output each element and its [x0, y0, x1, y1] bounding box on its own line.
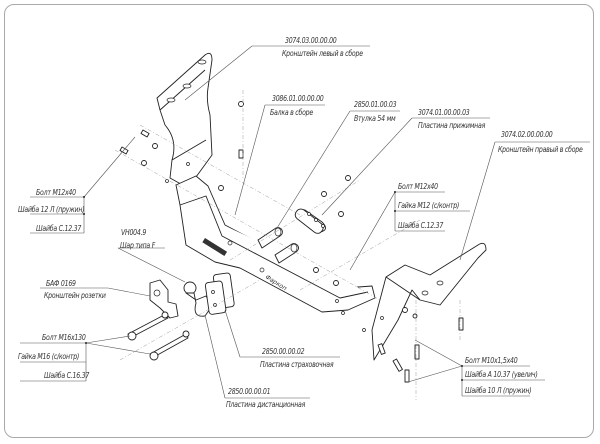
- beam: Фаркоп: [175, 175, 376, 315]
- socket-bracket-name: Кронштейн розетки: [44, 291, 106, 300]
- center-lines: [114, 90, 461, 400]
- spacer-plate-code: 2850.00.00.01: [228, 387, 271, 396]
- spacer-plate-name: Пластина дистанционная: [226, 400, 306, 409]
- drawing-frame: [4, 4, 594, 438]
- left-bracket-code: 3074.03.00.00.00: [285, 36, 337, 45]
- socket-bracket: [149, 279, 179, 319]
- fasteners: [119, 101, 464, 383]
- right-bracket-name: Кронштейн правый в сборе: [498, 145, 583, 154]
- safety-plate-code: 2850.00.00.02: [262, 347, 305, 356]
- center-right-fastener-1: Болт М12х40: [398, 182, 438, 191]
- safety-plate-name: Пластина страховочная: [260, 360, 334, 369]
- center-right-fastener-3: Шайба С.12.37: [398, 221, 444, 230]
- bushings: [257, 227, 299, 264]
- left-lower-fastener-3: Шайба С.16.37: [44, 371, 90, 380]
- leader-dots: [83, 191, 463, 381]
- center-right-fastener-2: Гайка М12 (с/контр): [398, 201, 460, 210]
- left-upper-fastener-3: Шайба С.12.37: [36, 224, 82, 233]
- right-bracket-code: 3074.02.00.00.00: [501, 130, 553, 139]
- ball-name: Шар типа F: [120, 241, 156, 250]
- left-upper-fastener-2: Шайба 12 Л (пружин): [18, 205, 85, 214]
- bushing-code: 2850.01.00.03: [354, 100, 397, 109]
- plates: [204, 272, 235, 315]
- clamp-plate-name: Пластина прижимная: [418, 121, 486, 130]
- left-lower-fastener-1: Болт М16х130: [42, 333, 86, 342]
- ball-code: VH004.9: [121, 228, 147, 237]
- beam-name: Балка в сборе: [270, 108, 313, 117]
- beam-code: 3086.01.00.00.00: [272, 94, 324, 103]
- bushing-name: Втулка 54 мм: [354, 114, 396, 123]
- right-lower-fastener-1: Болт М10х1,5х40: [465, 356, 518, 365]
- left-lower-fastener-2: Гайка М16 (с/контр): [18, 352, 80, 361]
- clamp-plate: [294, 208, 326, 234]
- right-lower-fastener-2: Шайба А 10.37 (увелич): [465, 370, 538, 379]
- right-bracket: [362, 242, 487, 361]
- clamp-plate-code: 3074.01.00.00.03: [418, 108, 470, 117]
- left-upper-fastener-1: Болт М12х40: [36, 188, 76, 197]
- socket-bracket-code: БАФ 0169: [46, 279, 76, 288]
- leader-lines: [20, 45, 590, 399]
- right-lower-fastener-3: Шайба 10 Л (пружин): [465, 386, 532, 395]
- left-bracket: [156, 52, 213, 189]
- left-bracket-name: Кронштейн левый в сборе: [282, 49, 363, 58]
